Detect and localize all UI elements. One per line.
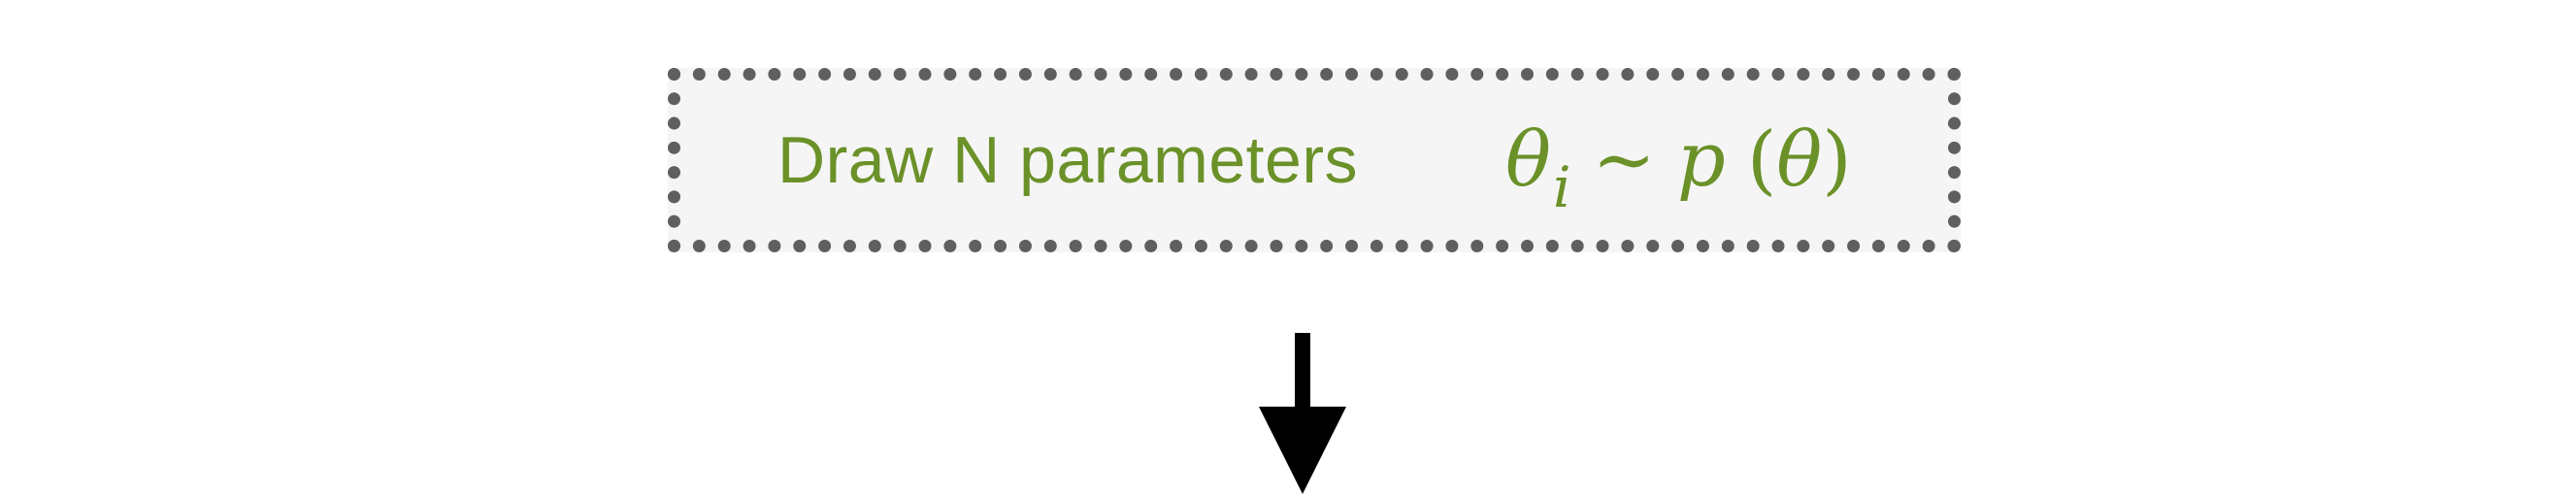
close-paren: ) <box>1822 116 1852 204</box>
down-arrow-icon <box>1259 333 1346 494</box>
distributed-as-symbol: ∼ <box>1592 116 1656 204</box>
draw-parameters-box: Draw N parameters θi∼p(θ) <box>668 68 1961 252</box>
arrow-head <box>1259 407 1346 494</box>
prior-function-symbol: p <box>1676 116 1726 204</box>
open-paren: ( <box>1746 116 1777 204</box>
step-label: Draw N parameters <box>777 123 1358 197</box>
theta-symbol: θ <box>1505 116 1551 204</box>
arrow-shaft <box>1295 333 1310 411</box>
index-subscript: i <box>1552 154 1571 220</box>
theta-argument: θ <box>1776 116 1823 204</box>
prior-sampling-formula: θi∼p(θ) <box>1505 116 1852 220</box>
